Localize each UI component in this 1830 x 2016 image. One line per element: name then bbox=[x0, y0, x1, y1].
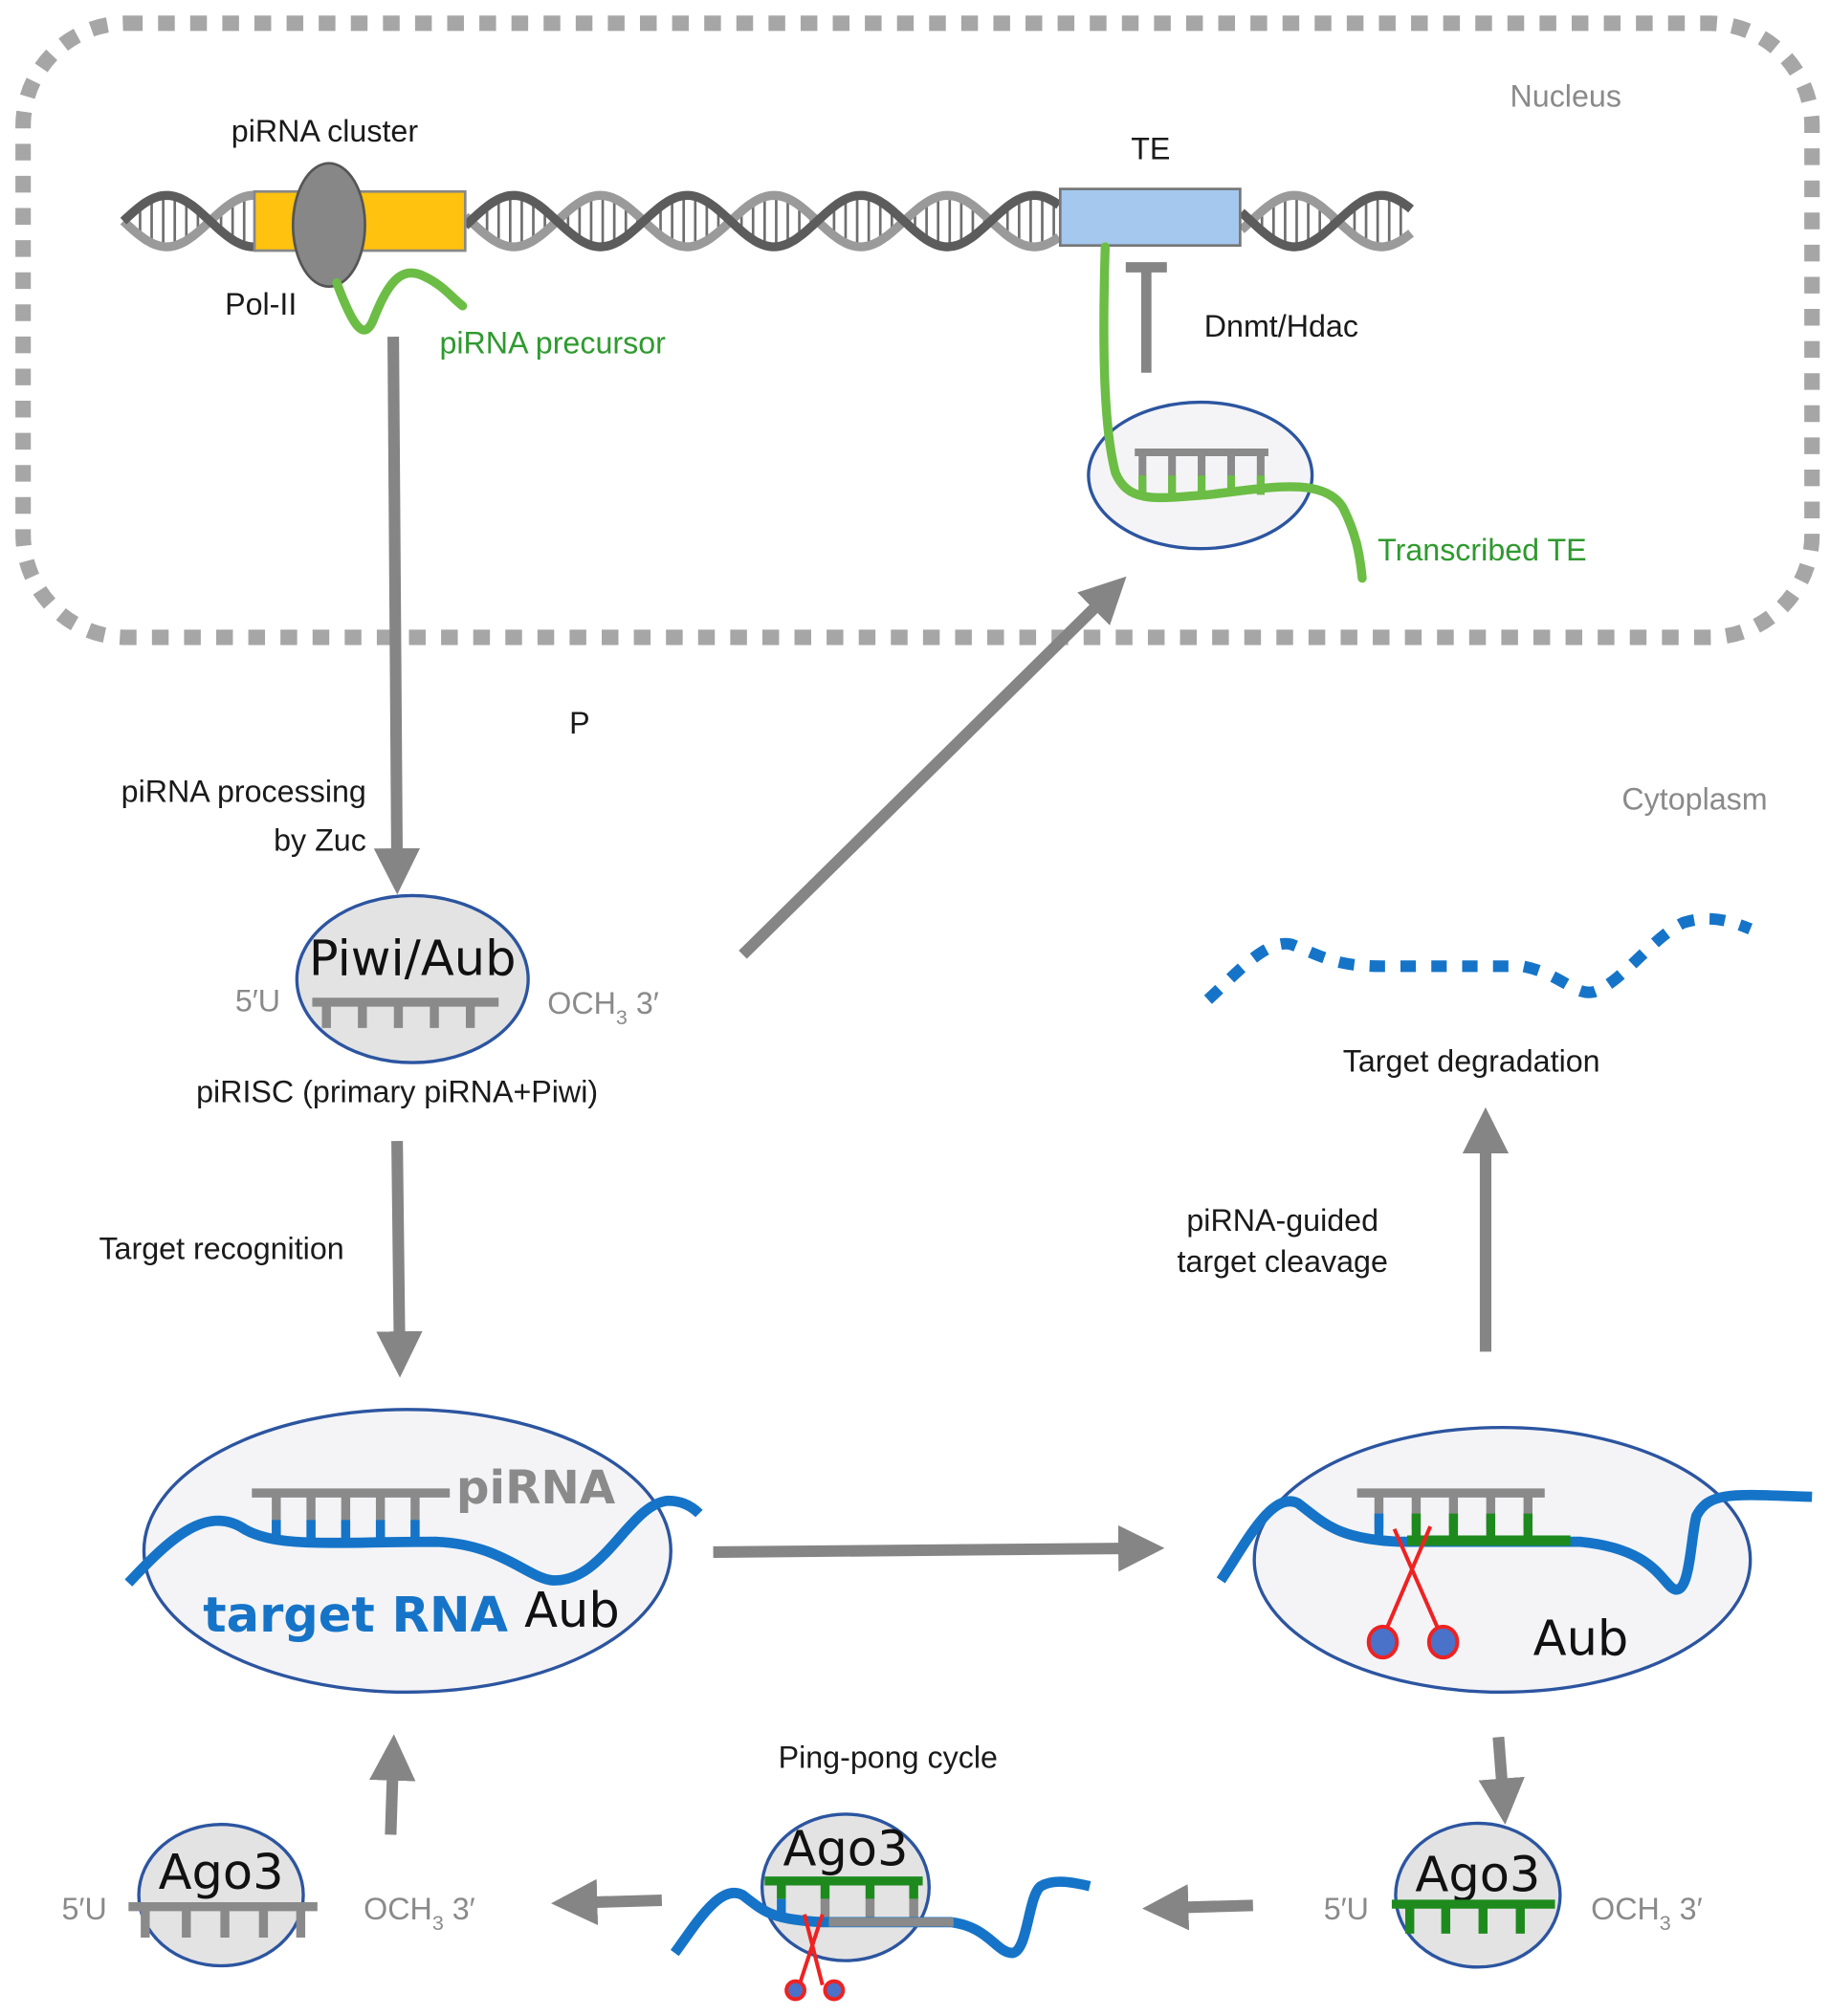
arrow-processing bbox=[373, 337, 421, 895]
transcribed-te-label: Transcribed TE bbox=[1378, 533, 1587, 567]
arrow-to-ago3-left bbox=[551, 1878, 663, 1926]
ago3-left-five-prime: 5′U bbox=[61, 1892, 106, 1926]
cytoplasm-label: Cytoplasm bbox=[1621, 781, 1767, 816]
pol-ii-icon bbox=[291, 162, 366, 289]
piwi-pirna bbox=[312, 997, 499, 1028]
target-degradation-label: Target degradation bbox=[1343, 1043, 1600, 1078]
target-recognition-label: Target recognition bbox=[99, 1232, 343, 1266]
transcribed-te-strand bbox=[1099, 242, 1367, 583]
ping-pong-scissors-icon bbox=[784, 1914, 846, 2002]
dna-strand bbox=[120, 190, 1414, 252]
scissors-icon bbox=[1366, 1525, 1460, 1660]
arrow-to-cleavage bbox=[713, 1524, 1165, 1572]
ago3-middle-label: Ago3 bbox=[783, 1822, 908, 1878]
ago3-left-three-prime: OCH3 3′ bbox=[364, 1892, 475, 1935]
pirna-precursor-strand bbox=[332, 268, 468, 335]
aub-cleavage-complex bbox=[1252, 1425, 1753, 1695]
arrow-to-recognition bbox=[369, 1734, 416, 1835]
aub-recognition-label: Aub bbox=[524, 1583, 620, 1639]
ago3-right-three-prime: OCH3 3′ bbox=[1591, 1892, 1703, 1935]
ago3-right-five-prime: 5′U bbox=[1324, 1892, 1369, 1926]
target-rna-label: target RNA bbox=[203, 1588, 508, 1644]
recognition-target-rna bbox=[124, 1495, 703, 1587]
aub-cleavage-label: Aub bbox=[1533, 1611, 1629, 1667]
te-label: TE bbox=[1131, 132, 1170, 166]
pirna-label: piRNA bbox=[456, 1461, 616, 1515]
dna-helix bbox=[120, 190, 1414, 252]
nucleus-label: Nucleus bbox=[1510, 79, 1621, 114]
processing-label-line1: piRNA processing bbox=[121, 774, 366, 808]
dna-strand bbox=[120, 190, 1414, 252]
processing-label-line2: by Zuc bbox=[274, 822, 366, 857]
ping-pong-target-rna bbox=[670, 1876, 1091, 1959]
dnmt-hdac-label: Dnmt/Hdac bbox=[1204, 309, 1358, 343]
te-box bbox=[1058, 187, 1242, 248]
guided-cleavage-line1: piRNA-guided bbox=[1186, 1203, 1378, 1238]
pirisc-label: piRISC (primary piRNA+Piwi) bbox=[196, 1075, 598, 1109]
ago3-left-label: Ago3 bbox=[159, 1845, 284, 1901]
cleavage-target-rna bbox=[1216, 1489, 1813, 1595]
piwi-three-prime: OCH3 3′ bbox=[547, 986, 659, 1029]
p-label: P bbox=[569, 706, 590, 740]
piwi-aub-label: Piwi/Aub bbox=[309, 931, 517, 988]
pol-ii-label: Pol-II bbox=[225, 287, 297, 321]
aub-recognition-complex bbox=[142, 1408, 672, 1695]
guided-cleavage-line2: target cleavage bbox=[1178, 1244, 1388, 1279]
arrow-target-recognition bbox=[376, 1140, 423, 1378]
piwi-five-prime: 5′U bbox=[235, 983, 280, 1018]
arrow-to-ping-pong bbox=[1142, 1884, 1253, 1931]
pirna-cluster-label: piRNA cluster bbox=[232, 114, 419, 148]
ago3-right-pirna bbox=[1391, 1899, 1555, 1934]
cleavage-pirna bbox=[1356, 1488, 1545, 1543]
arrow-to-ago3-right bbox=[1478, 1736, 1525, 1825]
ago3-right-label: Ago3 bbox=[1415, 1848, 1540, 1904]
arrow-to-nucleus bbox=[739, 576, 1127, 959]
pirna-precursor-label: piRNA precursor bbox=[439, 326, 666, 361]
ago3-left-pirna bbox=[128, 1902, 318, 1938]
degraded-target-rna bbox=[1203, 912, 1753, 1004]
ping-pong-label: Ping-pong cycle bbox=[779, 1741, 998, 1775]
